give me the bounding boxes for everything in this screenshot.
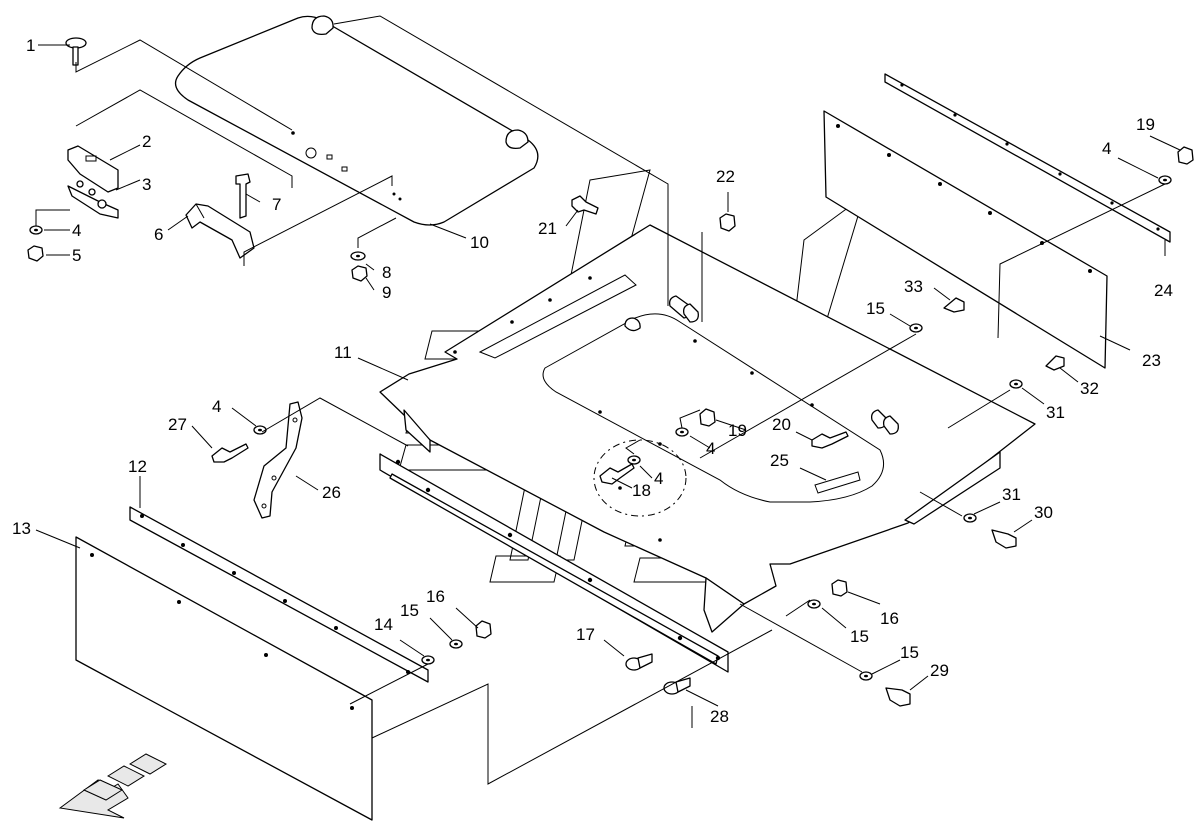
callout-8: 8 xyxy=(382,263,391,282)
callout-4-d: 4 xyxy=(706,439,715,458)
part-3-bracket xyxy=(67,180,119,219)
fastener-1-bolt xyxy=(65,37,87,66)
fastener-15-washer-front xyxy=(449,639,463,649)
fastener-20-bolt xyxy=(811,431,849,449)
callout-4-e: 4 xyxy=(654,469,663,488)
fastener-19-nut-right xyxy=(1177,146,1194,165)
callout-1: 1 xyxy=(26,36,35,55)
fastener-5-nut-left xyxy=(27,245,44,262)
fastener-4-washer-26 xyxy=(253,425,267,435)
part-13-front-panel xyxy=(75,536,373,821)
callout-15-c: 15 xyxy=(850,627,869,646)
part-6-handle xyxy=(185,203,255,259)
callout-20: 20 xyxy=(772,415,791,434)
callout-9: 9 xyxy=(382,283,391,302)
fastener-15-washer-c xyxy=(859,671,873,681)
callout-15-d: 15 xyxy=(900,643,919,662)
fastener-27-bolt xyxy=(211,443,249,463)
fastener-15-washer-a xyxy=(909,323,923,333)
callout-31: 31 xyxy=(1002,485,1021,504)
fastener-29-bolt xyxy=(885,687,911,707)
part-24-rear-bar xyxy=(884,73,1171,243)
callout-33: 33 xyxy=(904,277,923,296)
part-12-front-strip xyxy=(129,506,429,683)
callout-11: 11 xyxy=(334,343,352,362)
callout-21: 21 xyxy=(538,219,557,238)
fastener-15-washer-b xyxy=(807,599,821,609)
fastener-30-bolt xyxy=(991,529,1017,549)
callout-32: 32 xyxy=(1080,379,1099,398)
fastener-9-nut xyxy=(351,265,368,282)
fastener-19-nut-mid xyxy=(699,408,716,427)
fastener-16-nut-right xyxy=(831,579,848,597)
fastener-18-bolt xyxy=(599,463,635,485)
callout-16-b: 16 xyxy=(880,609,899,628)
callout-26: 26 xyxy=(322,483,341,502)
callout-13: 13 xyxy=(12,519,31,538)
callout-24: 24 xyxy=(1154,281,1173,300)
fastener-14-washer xyxy=(421,655,435,665)
callout-6: 6 xyxy=(154,225,163,244)
leader-lines xyxy=(35,15,1181,785)
callout-25: 25 xyxy=(770,451,789,470)
fastener-17-bolt xyxy=(625,653,653,671)
callout-19-b: 19 xyxy=(1136,115,1155,134)
fastener-16-nut-front xyxy=(475,620,492,639)
fastener-33-bolt xyxy=(943,297,965,313)
callout-2: 2 xyxy=(142,132,151,151)
fastener-4-washer-right xyxy=(1158,175,1172,185)
fastener-22-nut xyxy=(719,213,736,232)
callout-16: 16 xyxy=(426,587,445,606)
callout-23: 23 xyxy=(1142,351,1161,370)
callout-29: 29 xyxy=(930,661,949,680)
callout-15-b: 15 xyxy=(866,299,885,318)
callout-27: 27 xyxy=(168,415,187,434)
callout-17: 17 xyxy=(576,625,595,644)
callout-labels: 1 2 3 4 5 6 7 8 9 10 11 12 13 14 15 16 1… xyxy=(12,36,1173,726)
fastener-4-washer-left xyxy=(29,225,43,235)
callout-5: 5 xyxy=(72,246,81,265)
callout-15: 15 xyxy=(400,601,419,620)
part-11-floor-plate xyxy=(379,224,1036,633)
part-23-rear-panel xyxy=(823,110,1108,369)
part-2-bracket xyxy=(67,145,119,193)
fastener-31-washer-b xyxy=(963,513,977,523)
side-rail xyxy=(379,453,729,673)
fastener-7-bolt xyxy=(235,173,251,219)
fastener-21-bolt xyxy=(571,195,599,215)
fastener-4-washer-mid-a xyxy=(675,427,689,437)
callout-4: 4 xyxy=(72,221,81,240)
callout-30: 30 xyxy=(1034,503,1053,522)
fastener-32-bolt xyxy=(1045,355,1065,371)
callout-22: 22 xyxy=(716,167,735,186)
callout-3: 3 xyxy=(142,175,151,194)
callout-28: 28 xyxy=(710,707,729,726)
fastener-4-washer-mid-b xyxy=(627,455,641,465)
callout-18: 18 xyxy=(632,481,651,500)
fastener-31-washer-a xyxy=(1009,379,1023,389)
callout-19: 19 xyxy=(728,421,747,440)
callout-31-b: 31 xyxy=(1046,403,1065,422)
callout-7: 7 xyxy=(272,195,281,214)
direction-arrow-icon xyxy=(58,753,168,819)
callout-4-b: 4 xyxy=(1102,139,1111,158)
callout-4-c: 4 xyxy=(212,397,221,416)
fastener-8-washer xyxy=(350,251,366,261)
callout-14: 14 xyxy=(374,615,393,634)
callout-10: 10 xyxy=(470,233,489,252)
callout-12: 12 xyxy=(128,457,147,476)
part-26-bracket xyxy=(253,401,303,519)
